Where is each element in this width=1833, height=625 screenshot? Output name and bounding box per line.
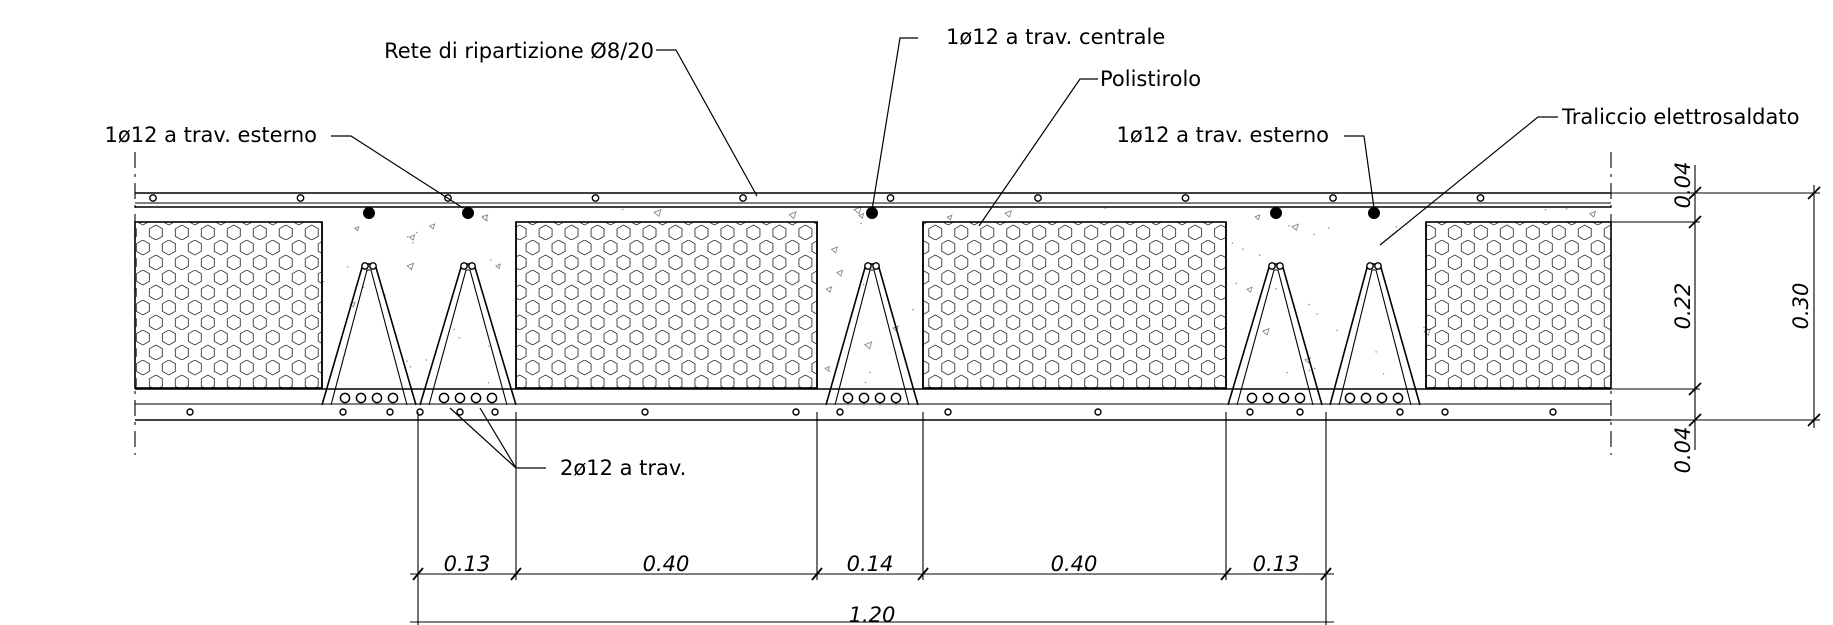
dim-v-bottom: 0.04 — [1671, 427, 1695, 474]
traliccio — [419, 262, 517, 406]
polistirolo-block — [922, 221, 1227, 389]
leader-lines — [331, 37, 1558, 469]
polistirolo-block — [1425, 221, 1612, 389]
dim-v-total: 0.30 — [1789, 283, 1813, 330]
dim-h-4: 0.13 — [1253, 552, 1300, 576]
dim-v-top: 0.04 — [1671, 162, 1695, 209]
label-traliccio: Traliccio elettrosaldato — [1561, 105, 1799, 129]
horizontal-dimensions — [410, 412, 1334, 625]
bottom-bars — [186, 408, 1557, 416]
traliccio-trusses — [321, 262, 1421, 406]
dim-h-1: 0.40 — [643, 552, 690, 576]
slab-outline — [134, 152, 1612, 455]
label-rete: Rete di ripartizione Ø8/20 — [384, 39, 654, 63]
traliccio — [1329, 262, 1421, 406]
label-polistirolo: Polistirolo — [1100, 67, 1201, 91]
label-bottom-bars: 2ø12 a trav. — [560, 456, 686, 480]
traliccio — [321, 262, 417, 406]
vertical-dimensions — [1611, 165, 1821, 450]
rete-bars — [149, 194, 1485, 202]
dim-h-2: 0.14 — [847, 552, 894, 576]
polistirolo-block — [515, 221, 818, 389]
label-trav-esterno-left: 1ø12 a trav. esterno — [105, 123, 317, 147]
polistirolo-block — [134, 221, 323, 389]
polistirolo-blocks — [134, 221, 1612, 389]
dim-h-0: 0.13 — [444, 552, 491, 576]
dim-total-width: 1.20 — [849, 603, 896, 625]
dim-v-core: 0.22 — [1671, 283, 1695, 330]
label-trav-centrale: 1ø12 a trav. centrale — [946, 25, 1165, 49]
dim-h-3: 0.40 — [1051, 552, 1098, 576]
traliccio — [825, 262, 919, 406]
label-trav-esterno-right: 1ø12 a trav. esterno — [1117, 123, 1329, 147]
top-main-bars — [363, 207, 1380, 219]
joist-webs — [321, 222, 1427, 389]
traliccio — [1227, 262, 1323, 406]
